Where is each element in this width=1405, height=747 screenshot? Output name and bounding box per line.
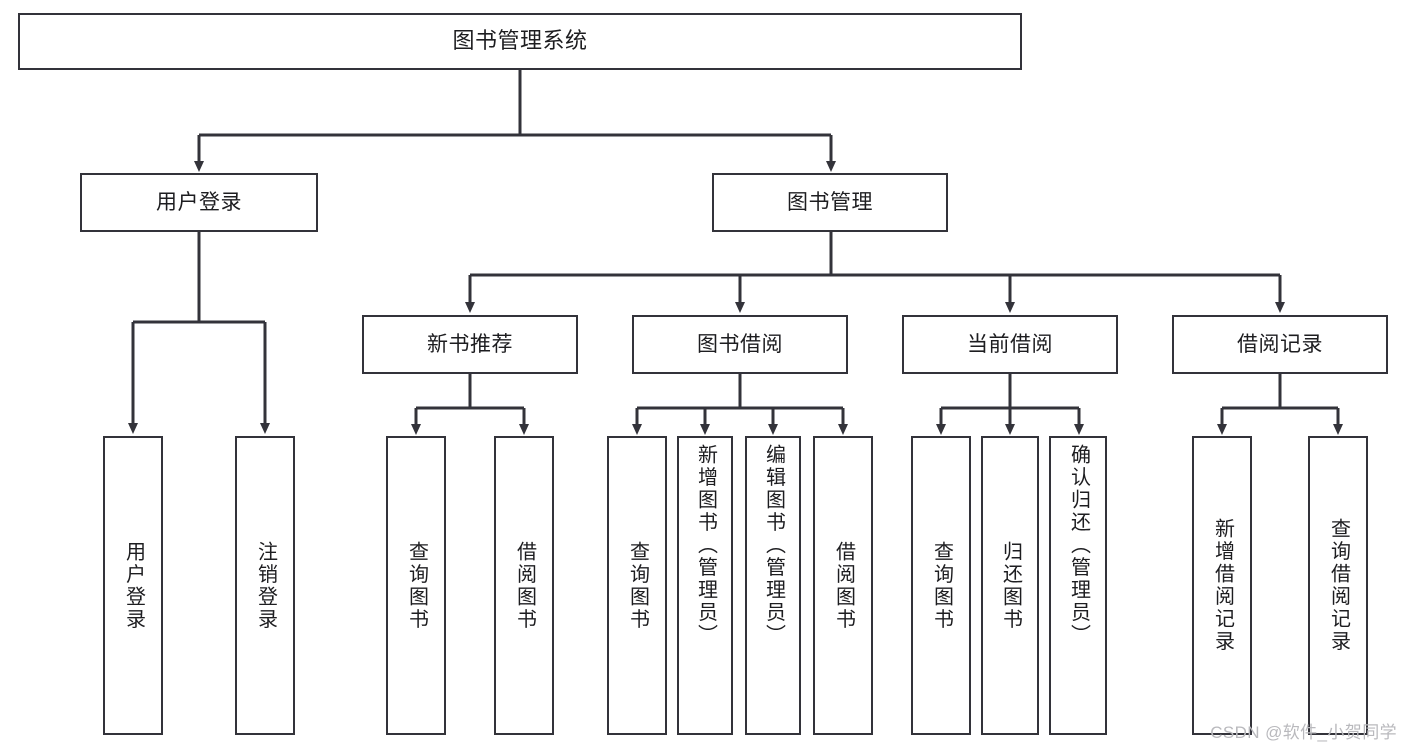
leaf-add-book-admin[interactable]: 新增图书（管理员） <box>677 436 733 735</box>
leaf-query-book-borrow[interactable]: 查询图书 <box>607 436 667 735</box>
csdn-watermark: CSDN @软件_小贺同学 <box>1210 723 1397 742</box>
node-label: 借阅图书 <box>832 540 855 631</box>
node-label: 新增图书（管理员） <box>694 444 717 647</box>
leaf-return-book[interactable]: 归还图书 <box>981 436 1039 735</box>
node-label: 查询图书 <box>930 540 953 631</box>
node-label: 用户登录 <box>156 190 242 214</box>
node-new-book-recommendation[interactable]: 新书推荐 <box>362 315 578 374</box>
leaf-query-book-current[interactable]: 查询图书 <box>911 436 971 735</box>
node-label: 新增借阅记录 <box>1211 518 1234 653</box>
node-user-login[interactable]: 用户登录 <box>80 173 318 232</box>
node-label: 新书推荐 <box>427 332 513 356</box>
leaf-query-book-new[interactable]: 查询图书 <box>386 436 446 735</box>
node-book-borrowing[interactable]: 图书借阅 <box>632 315 848 374</box>
node-label: 查询借阅记录 <box>1327 518 1350 653</box>
node-label: 注销登录 <box>254 540 277 631</box>
leaf-borrow-book[interactable]: 借阅图书 <box>813 436 873 735</box>
node-label: 确认归还（管理员） <box>1067 444 1090 647</box>
leaf-borrow-book-new[interactable]: 借阅图书 <box>494 436 554 735</box>
leaf-edit-book-admin[interactable]: 编辑图书（管理员） <box>745 436 801 735</box>
leaf-user-login[interactable]: 用户登录 <box>103 436 163 735</box>
node-label: 图书管理系统 <box>452 28 588 54</box>
node-label: 用户登录 <box>122 540 145 631</box>
node-label: 图书管理 <box>787 190 873 214</box>
node-label: 借阅记录 <box>1237 332 1323 356</box>
node-book-management[interactable]: 图书管理 <box>712 173 948 232</box>
node-label: 归还图书 <box>999 540 1022 631</box>
node-label: 查询图书 <box>405 540 428 631</box>
leaf-confirm-return-admin[interactable]: 确认归还（管理员） <box>1049 436 1107 735</box>
node-label: 编辑图书（管理员） <box>762 444 785 647</box>
node-label: 图书借阅 <box>697 332 783 356</box>
leaf-query-borrow-record[interactable]: 查询借阅记录 <box>1308 436 1368 735</box>
node-root-book-management-system[interactable]: 图书管理系统 <box>18 13 1022 70</box>
node-current-borrowing[interactable]: 当前借阅 <box>902 315 1118 374</box>
node-label: 当前借阅 <box>967 332 1053 356</box>
node-label: 借阅图书 <box>513 540 536 631</box>
node-borrowing-record[interactable]: 借阅记录 <box>1172 315 1388 374</box>
node-label: 查询图书 <box>626 540 649 631</box>
leaf-add-borrow-record[interactable]: 新增借阅记录 <box>1192 436 1252 735</box>
leaf-logout[interactable]: 注销登录 <box>235 436 295 735</box>
